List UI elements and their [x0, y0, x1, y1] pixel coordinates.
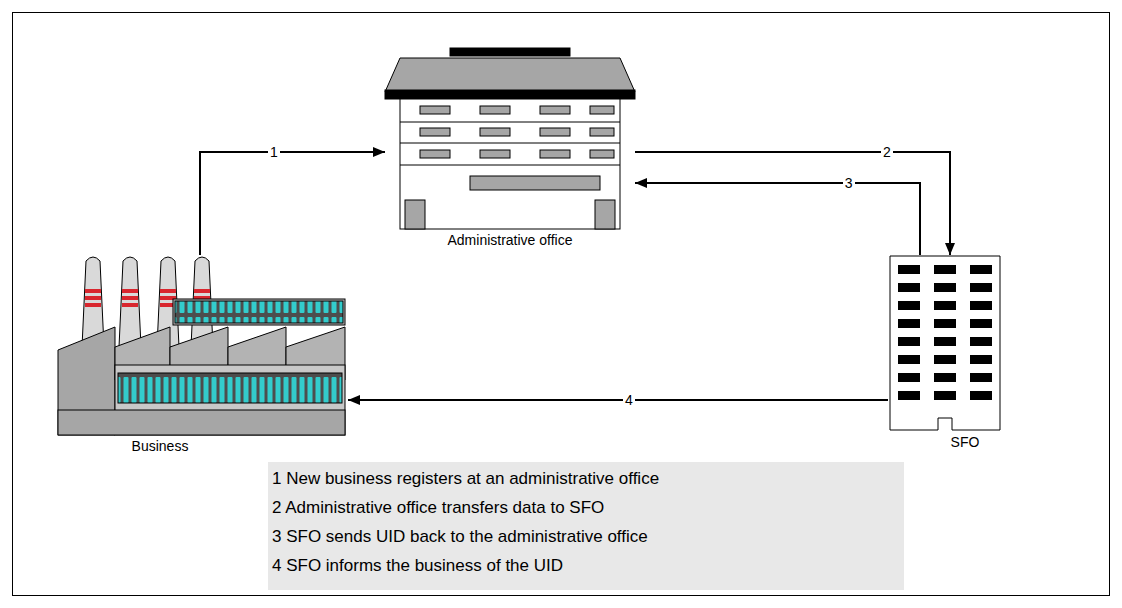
factory-illustration	[58, 257, 345, 435]
node-label: Business	[132, 438, 189, 455]
step-number: 1	[268, 144, 280, 160]
step-note: 1 New business registers at an administr…	[272, 468, 659, 489]
sfo-node: SFO	[888, 255, 1002, 455]
notes-panel: 1 New business registers at an administr…	[268, 462, 904, 590]
factory-node: Business	[58, 255, 348, 467]
flow-arrow	[635, 152, 950, 255]
frame	[13, 13, 1110, 596]
step-note: 3 SFO sends UID back to the administrati…	[272, 526, 648, 547]
step-number: 4	[623, 392, 635, 408]
office-building	[385, 48, 635, 229]
sfo-building	[890, 256, 1000, 430]
flow-arrow	[635, 183, 920, 255]
office-node: Administrative office	[385, 45, 635, 252]
step-number: 3	[843, 175, 855, 191]
step-note: 2 Administrative office transfers data t…	[272, 497, 604, 518]
step-number: 2	[881, 144, 893, 160]
flow-arrow	[200, 152, 385, 255]
step-note: 4 SFO informs the business of the UID	[272, 555, 563, 576]
flow-arrow	[348, 399, 888, 401]
node-label: Administrative office	[447, 232, 572, 249]
node-label: SFO	[951, 434, 980, 451]
